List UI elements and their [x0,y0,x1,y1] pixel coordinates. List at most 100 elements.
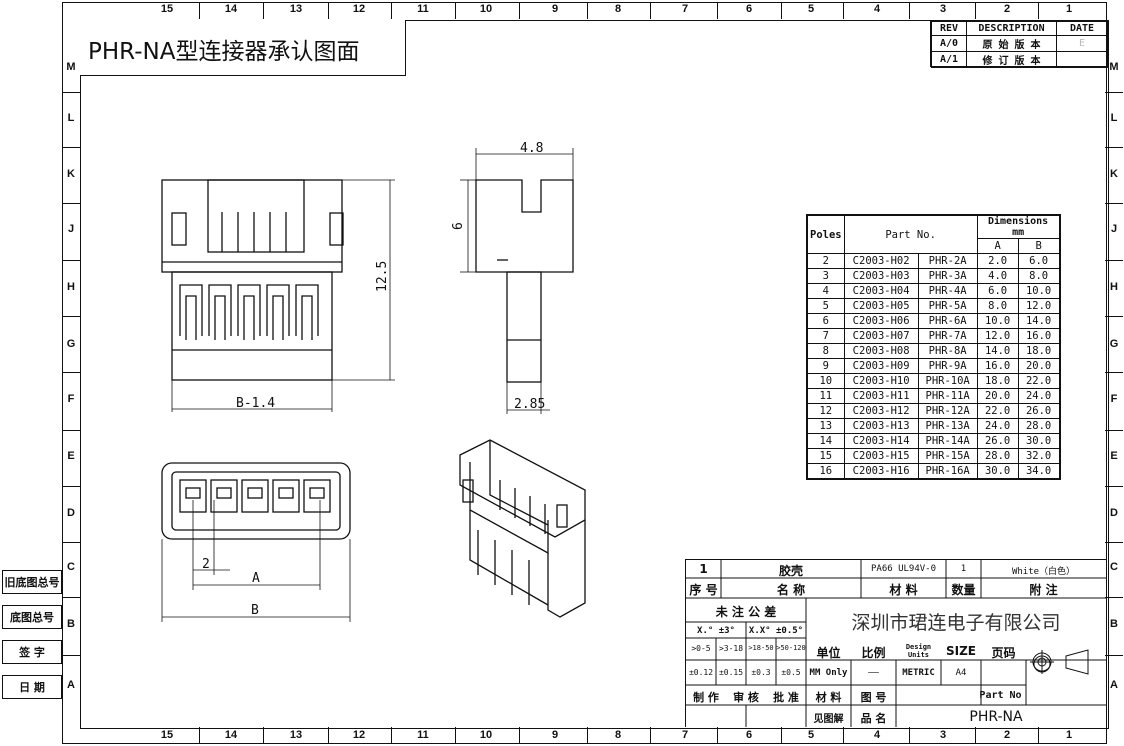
table-cell: 7 [807,328,845,344]
zone-label-left: K [67,168,75,180]
zone-divider [843,727,844,744]
zone-divider [1105,203,1123,204]
table-cell: 10.0 [976,313,1019,329]
date-cell [1056,51,1108,68]
table-cell: C2003-H02 [843,253,919,269]
zone-divider [62,655,80,656]
dim-a: A [252,571,260,586]
table-cell: C2003-H03 [843,268,919,284]
zone-divider [909,2,910,19]
range-val-4: ±0.5 [781,668,801,677]
item-name: 胶壳 [778,564,803,578]
range-val-1: ±0.12 [688,668,714,677]
bottom-pin-cell [210,479,238,513]
dim-b: B [251,603,259,618]
zone-label-top: 4 [873,3,881,15]
zone-divider [717,727,718,744]
page-label: 页码 [991,646,1016,660]
zone-label-top: 10 [479,3,493,15]
table-cell: 9 [807,358,845,374]
zone-divider [1038,727,1039,744]
bottom-pin-cell [303,479,331,513]
table-cell: PHR-3A [917,268,978,284]
zone-divider [62,542,80,543]
table-cell: 26.0 [976,433,1019,449]
old-base-map-label: 旧底图总号 [2,570,62,594]
table-cell: 18.0 [1017,343,1060,359]
material-value: PA66 UL94V-0 [870,564,937,574]
zone-divider [62,372,80,373]
zone-label-bottom: 14 [224,729,238,741]
zone-divider [455,2,456,19]
zone-label-left: G [66,338,76,350]
zone-label-top: 7 [681,3,689,15]
table-cell: 14.0 [976,343,1019,359]
table-cell: 3 [807,268,845,284]
table-cell: 12.0 [1017,298,1060,314]
zone-divider [587,2,588,19]
table-cell: PHR-8A [917,343,978,359]
dim-pitch: 2 [202,557,210,572]
drawing-no-label: 图 号 [860,691,887,704]
zone-label-right: J [1110,223,1118,235]
table-cell: 14 [807,433,845,449]
range-1: >0-5 [691,644,711,653]
zone-label-left: F [67,393,75,405]
zone-label-bottom: 15 [160,729,174,741]
dim-front-height: 12.5 [375,261,390,292]
table-cell: 16.0 [1017,328,1060,344]
zone-divider [1105,542,1123,543]
zone-label-left: D [67,507,75,519]
zone-label-right: D [1110,507,1118,519]
table-cell: 6.0 [976,283,1019,299]
make-label: 制 作 [693,691,719,704]
b-header: B [1017,238,1060,254]
zone-divider [1105,260,1123,261]
front-pin [179,284,203,340]
table-cell: 8.0 [976,298,1019,314]
zone-label-right: K [1110,168,1118,180]
zone-label-left: C [67,561,75,573]
front-pin [266,284,290,340]
bottom-pin [185,487,201,499]
zone-label-top: 5 [807,3,815,15]
table-cell: PHR-6A [917,313,978,329]
table-cell: C2003-H15 [843,448,919,464]
zone-label-right: E [1110,450,1118,462]
zone-label-bottom: 3 [939,729,947,741]
table-cell: 6.0 [1017,253,1060,269]
drawing-title: PHR-NA型连接器承认图面 [88,39,360,65]
table-cell: PHR-9A [917,358,978,374]
zone-label-right: G [1109,338,1119,350]
zone-label-left: J [67,223,75,235]
zone-label-left: H [67,281,75,293]
part-no-value: PHR-NA [969,709,1023,725]
zone-divider [781,727,782,744]
table-cell: PHR-7A [917,328,978,344]
item-no: 1 [699,562,708,576]
bottom-pin-cell [241,479,269,513]
part-no-label: Part No [979,690,1022,701]
zone-divider [650,2,651,19]
zone-label-bottom: 5 [807,729,815,741]
table-cell: C2003-H13 [843,418,919,434]
bottom-pin [247,487,263,499]
zone-divider [1105,486,1123,487]
approve-label: 批 准 [773,691,799,704]
front-pin [295,284,319,340]
table-cell: C2003-H14 [843,433,919,449]
dimensions-header: Dimensions mm [976,215,1060,239]
zone-divider [263,2,264,19]
date-label: 日 期 [2,675,62,699]
table-cell: 30.0 [976,463,1019,479]
side-view [475,179,574,383]
name-header: 名 称 [776,583,806,597]
unit-value: MM Only [809,668,848,678]
zone-divider [650,727,651,744]
